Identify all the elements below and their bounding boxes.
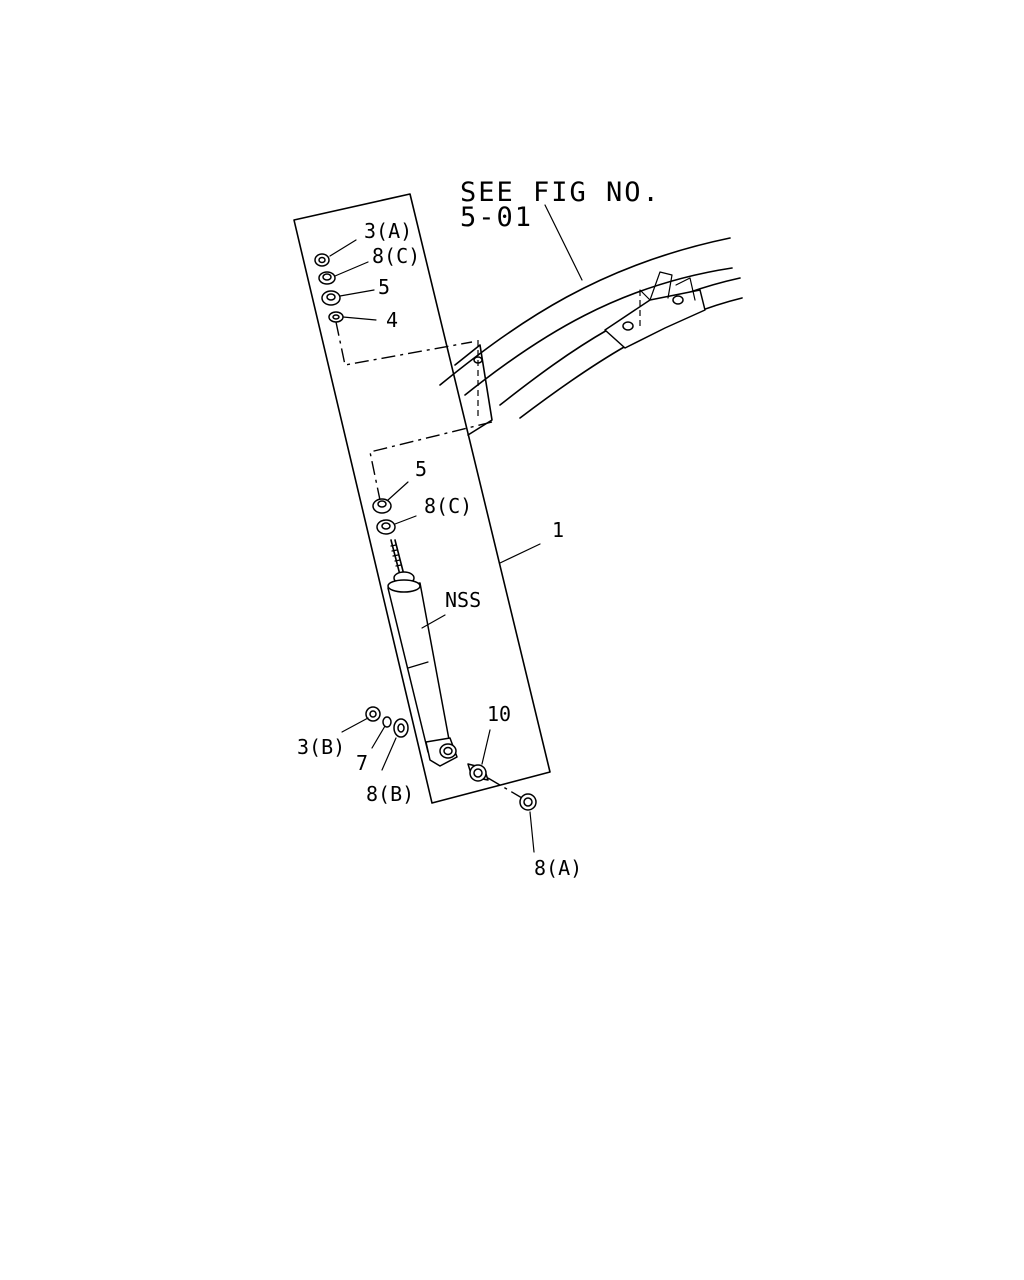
alignment-line-upper xyxy=(335,321,473,366)
upper-hardware-group xyxy=(314,253,344,323)
washer-icon xyxy=(328,311,344,323)
callout-top-washer-c: 8(C) xyxy=(372,244,420,268)
assembly-outline xyxy=(293,193,551,804)
washer-icon xyxy=(519,793,537,811)
lower-hardware-group xyxy=(365,706,537,811)
leader-lines xyxy=(329,204,583,853)
reference-line-2: 5-01 xyxy=(460,202,533,233)
callout-top-nut: 3(A) xyxy=(364,219,412,243)
bushing-icon xyxy=(321,290,341,306)
callout-shock-note: NSS xyxy=(445,588,481,612)
callout-bottom-washer-b: 8(B) xyxy=(366,782,414,806)
nut-icon xyxy=(365,706,381,722)
nut-icon xyxy=(314,253,330,267)
callout-bottom-nut: 3(B) xyxy=(297,735,345,759)
collar-icon xyxy=(467,763,489,782)
washer-icon xyxy=(393,718,409,738)
frame-member xyxy=(439,237,743,419)
callout-top-washer: 4 xyxy=(386,308,398,332)
frame-mount-plate xyxy=(454,340,493,436)
middle-hardware-group xyxy=(372,498,396,535)
callout-bottom-lock: 7 xyxy=(356,751,368,775)
callout-assembly: 1 xyxy=(552,518,564,542)
callout-mid-washer-c: 8(C) xyxy=(424,494,472,518)
alignment-line-collar xyxy=(487,777,523,799)
shock-absorber-icon xyxy=(387,539,458,767)
lock-washer-icon xyxy=(382,716,392,728)
reference-line-1: SEE FIG NO. xyxy=(460,177,661,208)
callout-collar: 10 xyxy=(487,702,511,726)
callout-mid-bushing: 5 xyxy=(415,457,427,481)
bushing-icon xyxy=(372,498,392,514)
alignment-line-lower xyxy=(369,421,493,501)
washer-icon xyxy=(318,271,336,285)
callout-bottom-washer-a: 8(A) xyxy=(534,856,582,880)
callout-top-bushing: 5 xyxy=(378,275,390,299)
washer-icon xyxy=(376,519,396,535)
upper-mount-bracket xyxy=(604,271,706,349)
